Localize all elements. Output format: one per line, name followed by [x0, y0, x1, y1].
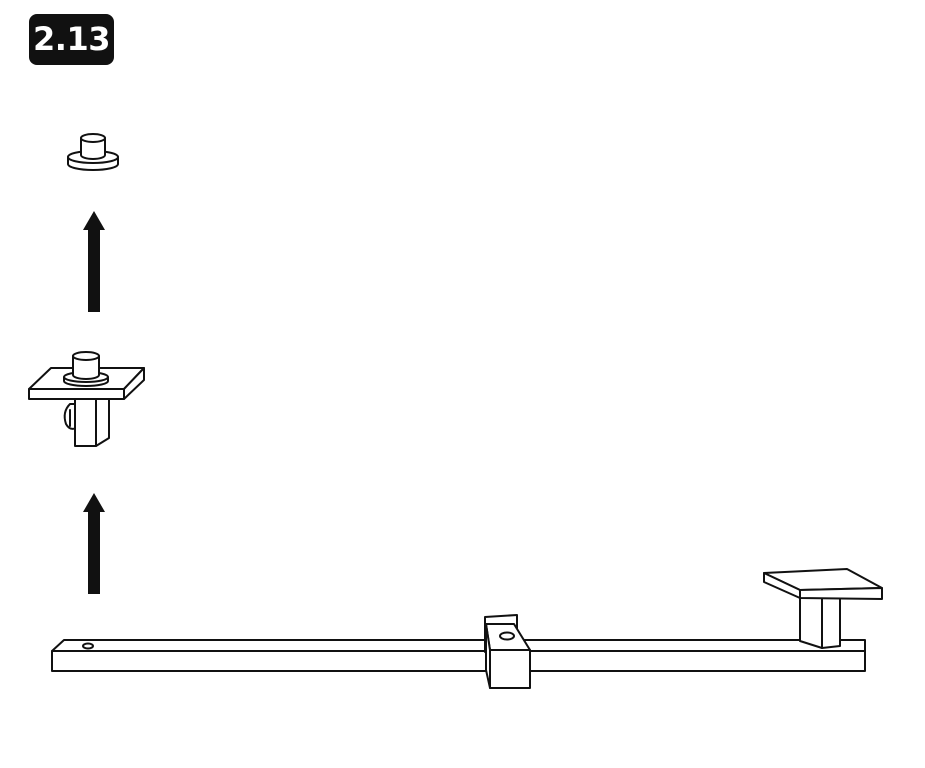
lift-arrow-lower-icon	[83, 493, 105, 594]
long-rail-part	[51, 568, 883, 689]
knob-cap-part	[67, 133, 119, 171]
step-number-badge: 2.13	[29, 14, 114, 65]
lift-arrow-upper-icon	[83, 211, 105, 312]
mounting-plate-part	[28, 351, 145, 447]
